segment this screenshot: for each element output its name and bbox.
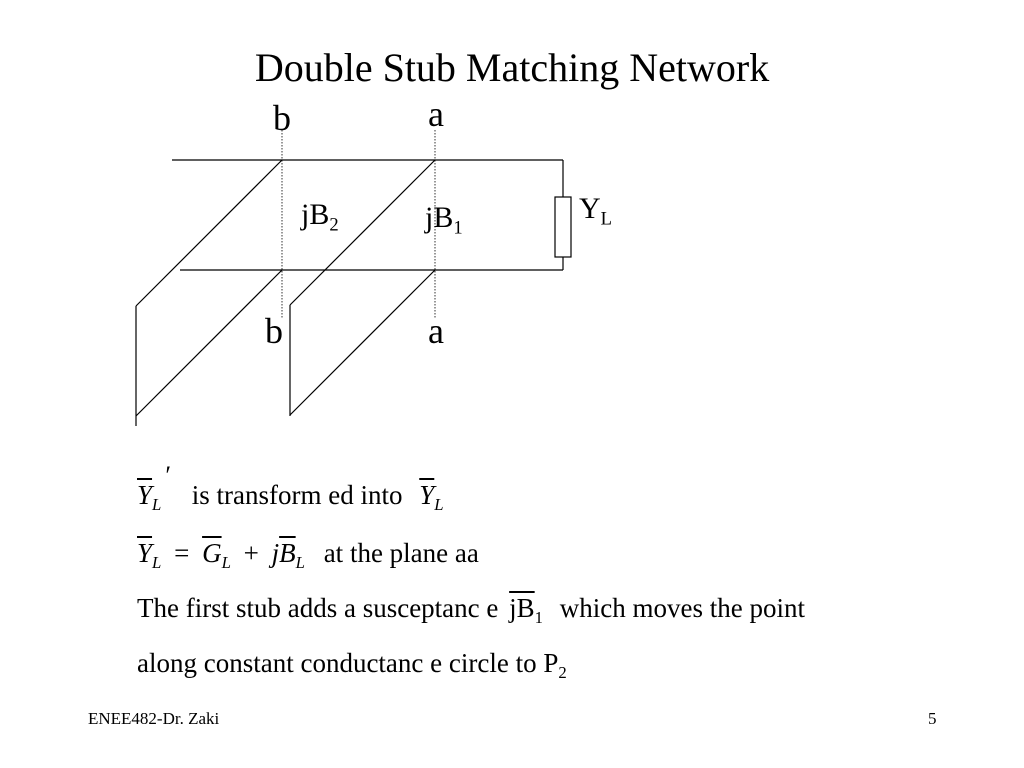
page-number: 5 [928, 709, 937, 728]
equation-line-2: YL = GL + jBL at the plane aa [137, 538, 479, 572]
stub2-susceptance-label: jB2 [301, 198, 339, 236]
equation-line-1: YL′ is transform ed into YL [137, 461, 444, 514]
label-b-bottom: b [265, 311, 283, 351]
stub1-susceptance-label: jB1 [425, 201, 463, 239]
label-b-top: b [273, 98, 291, 138]
stub1-upper-diagonal [289, 159, 436, 306]
footer-course: ENEE482-Dr. Zaki [88, 709, 220, 728]
label-a-top: a [428, 94, 444, 134]
stub2-lower-diagonal [135, 269, 283, 417]
load-resistor [554, 196, 572, 258]
slide-title: Double Stub Matching Network [254, 45, 770, 90]
equation-line-4: along constant conductanc e circle to P2 [137, 648, 567, 682]
label-a-bottom: a [428, 311, 444, 351]
stub2-upper-diagonal [135, 159, 283, 307]
load-admittance-label: YL [579, 192, 613, 230]
equation-line-3: The first stub adds a susceptanc e jB1 w… [137, 593, 805, 627]
stub1-lower-diagonal [289, 269, 436, 416]
